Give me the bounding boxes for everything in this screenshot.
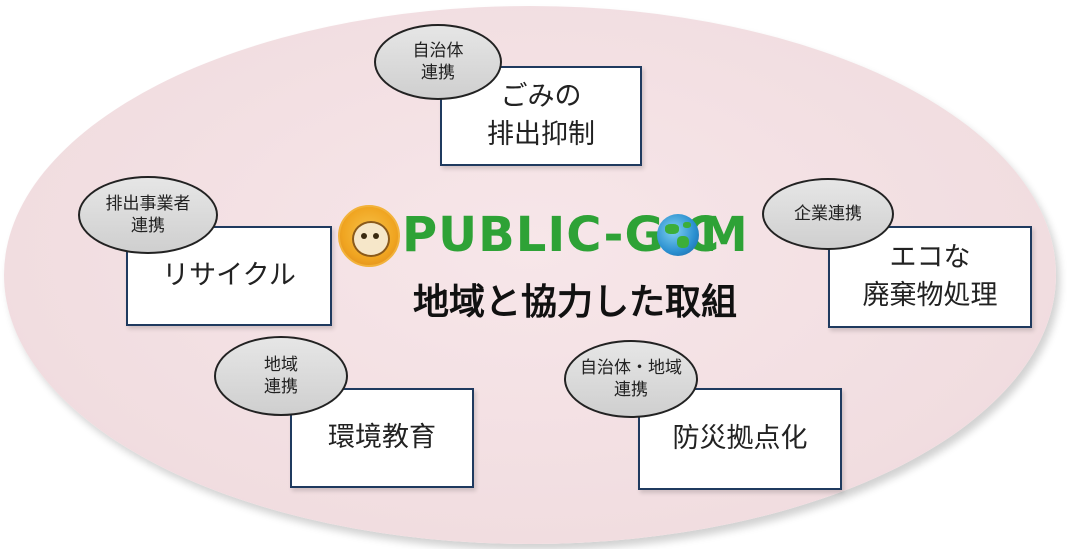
tag-municipality-community-cooperation: 自治体・地域 連携 [564, 340, 698, 418]
tiger-emblem-icon [338, 205, 400, 267]
globe-icon [657, 214, 699, 256]
tag-municipality-cooperation: 自治体 連携 [374, 24, 502, 100]
tag-company-cooperation: 企業連携 [762, 178, 894, 250]
tag-business-cooperation: 排出事業者 連携 [78, 176, 218, 254]
tag-community-cooperation: 地域 連携 [214, 336, 348, 416]
diagram-title: 地域と協力した取組 [412, 282, 737, 323]
logo-text-m: M [700, 207, 748, 263]
public-g-logo: PUBLIC-G.C M [338, 202, 768, 268]
box-eco-waste-treatment: エコな 廃棄物処理 [828, 226, 1032, 328]
